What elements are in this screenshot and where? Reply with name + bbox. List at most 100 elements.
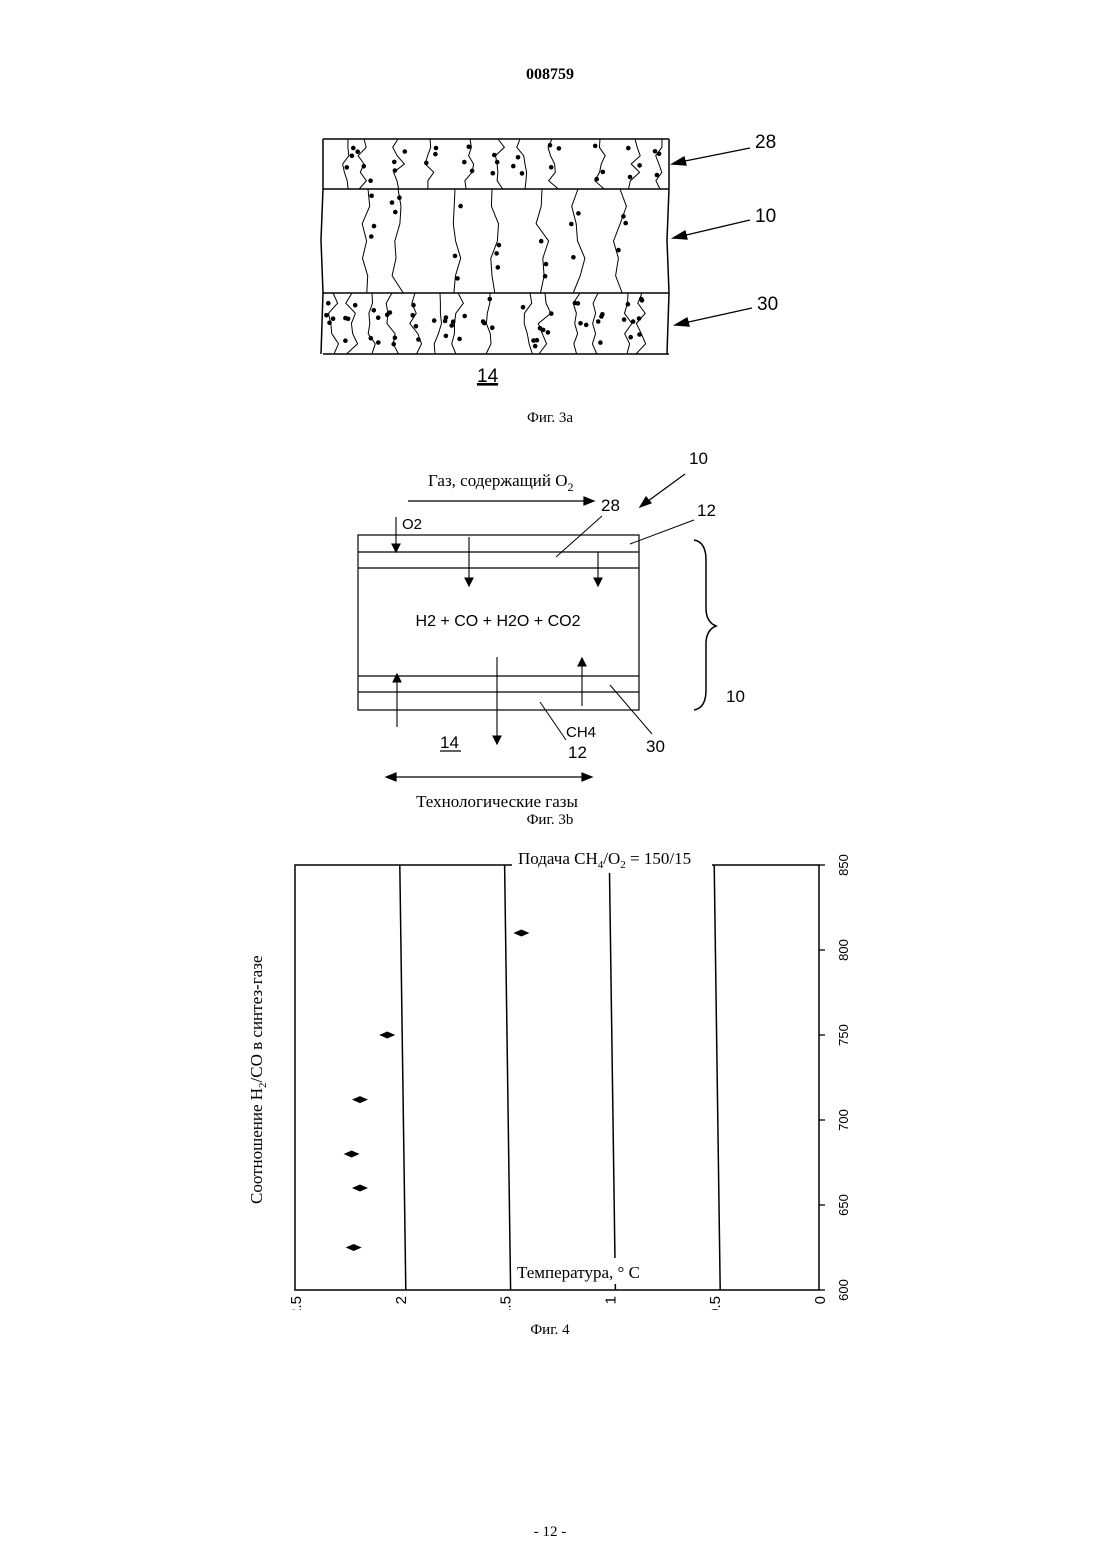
particle [549,165,554,170]
gridline [714,865,720,1290]
particle [496,265,501,270]
particle [497,243,502,248]
o2-label: O2 [402,516,422,533]
data-point [352,1096,368,1103]
particle [443,319,448,324]
particle [511,164,516,169]
ref-12-bottom: 12 [568,743,587,762]
grain-boundary [524,293,532,354]
figure-3b-caption: Фиг. 3b [0,812,1100,829]
data-points [344,930,530,1252]
particle [557,146,562,151]
particle [488,297,493,302]
product-arrowhead [493,736,501,744]
label-10: 10 [755,206,776,227]
label-28: 28 [755,132,776,153]
gridlines [400,865,720,1290]
particle [457,337,462,342]
ratio-tick-label: 0.5 [707,1296,724,1310]
ref-10-brace: 10 [726,687,745,706]
ratio-tick-label: 1 [602,1296,619,1304]
gridline [609,865,615,1290]
o2-arrowhead [392,544,400,552]
ref-10-leader [644,474,685,504]
particle [621,214,626,219]
grain-boundary [392,189,403,293]
y-axis-label: Соотношение H2/CO в синтез-газе [247,956,269,1205]
particle [657,152,662,157]
temperature-tick-label: 800 [836,939,851,961]
particle [543,274,548,279]
ref-28-leader [556,516,602,557]
ratio-tick-label: 0 [812,1296,829,1304]
particle [623,221,628,226]
grain-boundary [362,189,370,293]
particle [391,342,396,347]
ratio-tick-label: 1.5 [498,1296,515,1310]
particle [549,311,554,316]
particle [653,149,658,154]
particle [362,164,367,169]
temperature-tick-label: 750 [836,1024,851,1046]
particle [414,324,419,329]
particle [538,326,543,331]
particle [390,200,395,205]
ref-10-arrowhead [640,497,651,507]
particle [376,315,381,320]
data-point [346,1244,362,1251]
temperature-tick-label: 700 [836,1109,851,1131]
data-point [344,1151,360,1158]
particle [343,338,348,343]
grain-boundary [656,139,662,189]
grain-boundary [358,139,366,189]
particle [393,168,398,173]
particle [491,171,496,176]
particle [455,276,460,281]
grain-boundary [434,293,441,354]
grain-boundary [486,293,491,354]
grain-boundary [491,189,499,293]
gridline [400,865,406,1290]
chamber-14: 14 [440,733,459,752]
ref-12-bottom-leader [540,702,566,740]
particle [385,312,390,317]
particle [324,313,329,318]
label-30: 30 [757,294,778,315]
leader-arrows [672,148,752,326]
particle [494,251,499,256]
ref-10-top: 10 [689,449,708,468]
particle [598,340,603,345]
particle [368,178,373,183]
particle [599,314,604,319]
particle [376,340,381,345]
temperature-tick-label: 600 [836,1279,851,1301]
particle [596,319,601,324]
figure-3b: Газ, содержащий O2 10 28 12 O2 H2 + CO +… [0,440,1100,810]
particle [637,163,642,168]
particle [467,145,472,150]
particle [453,254,458,259]
particle [655,173,660,178]
particle [548,143,553,148]
ratio-tick-labels: 2.521.510.50 [288,1296,829,1310]
particle [573,301,578,306]
o2-arrowhead-3 [594,578,602,586]
process-gas-arrowhead-left [386,773,396,781]
particle [594,177,599,182]
right-edge [667,139,669,354]
particle [584,323,589,328]
data-point [513,930,529,937]
left-edge [321,139,323,354]
page-number: - 12 - [0,1524,1100,1541]
particle [576,211,581,216]
arrowhead-28 [672,157,686,165]
chart-title: Подача CH4/O2 = 150/15 [518,849,691,871]
particle [539,239,544,244]
particle [326,301,331,306]
ratio-tick-label: 2.5 [288,1296,305,1310]
grain-boundary [410,293,422,354]
gridline [505,865,511,1290]
particle [327,321,332,326]
particle [546,330,551,335]
figure-3a: 28 10 30 14 [0,0,1100,420]
